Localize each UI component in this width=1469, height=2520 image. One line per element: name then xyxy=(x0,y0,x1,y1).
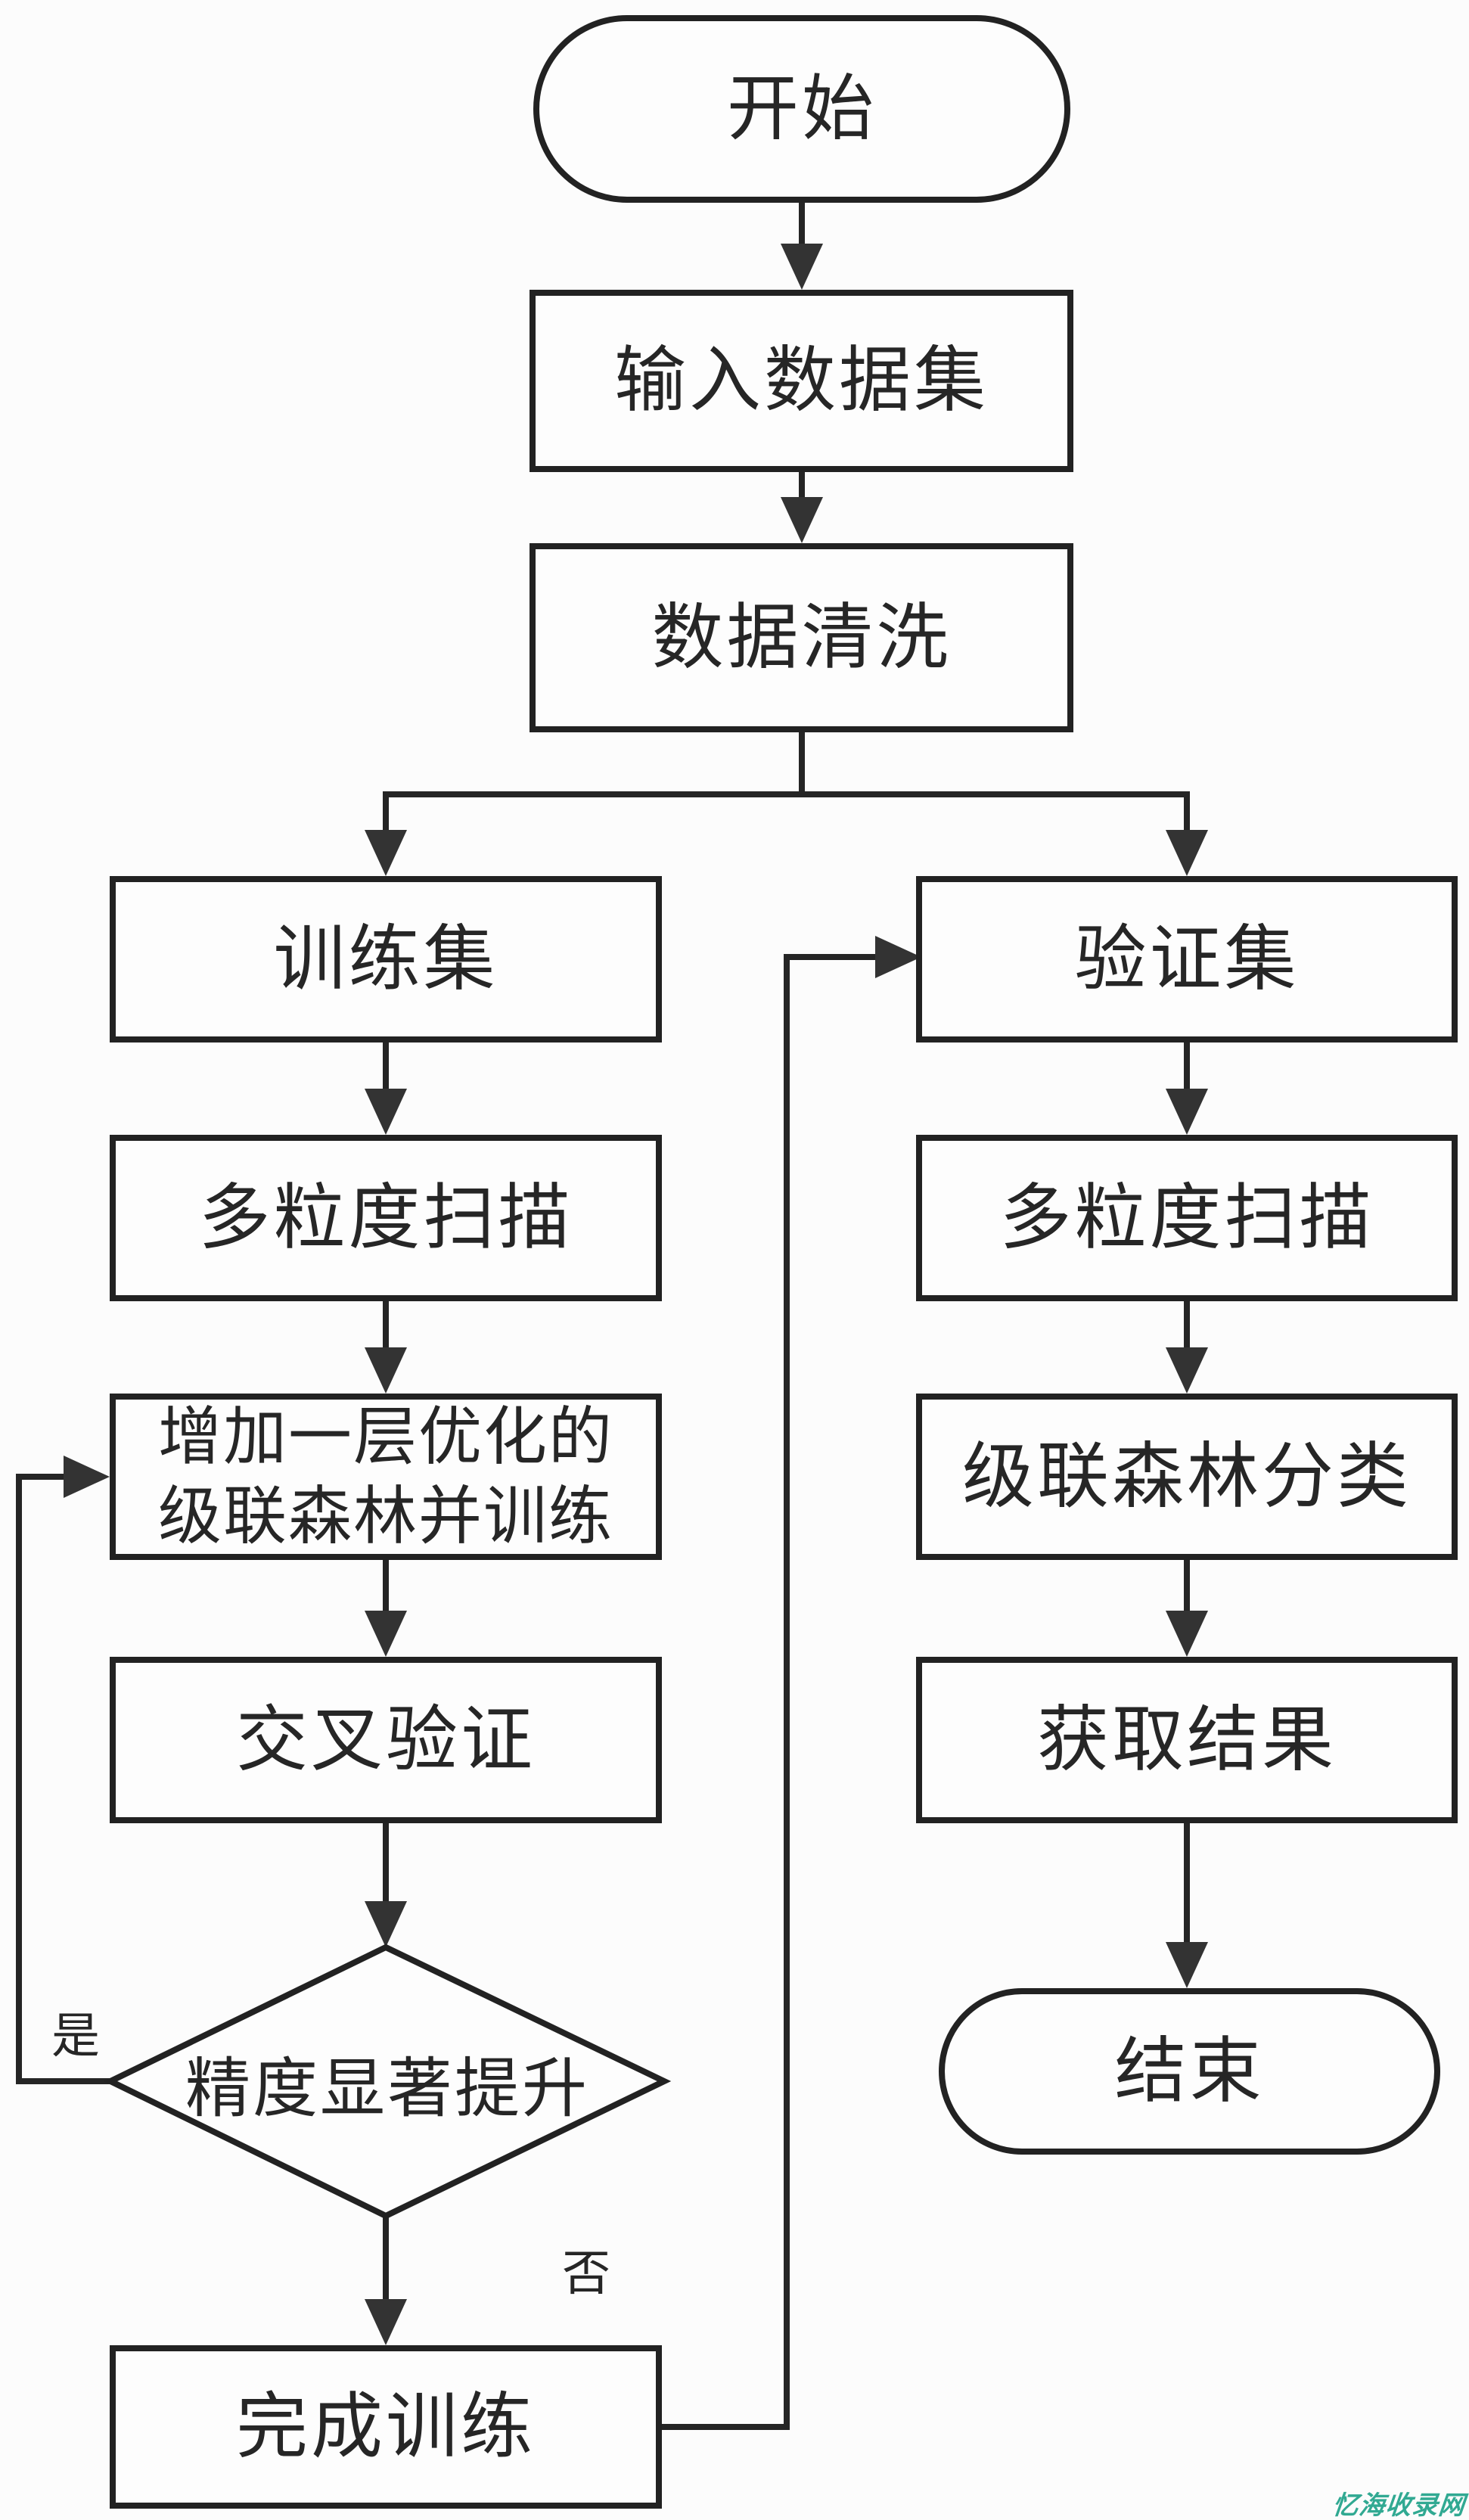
arrowhead-decision-finish xyxy=(365,2299,407,2345)
edge-label-no: 否 xyxy=(562,2246,610,2301)
node-training-set-label: 训练集 xyxy=(273,918,498,999)
arrowhead-start-input xyxy=(781,244,823,290)
node-add-cascade-layer: 增加一层优化的 级联森林并训练 xyxy=(110,1394,662,1560)
node-data-cleaning-label: 数据清洗 xyxy=(651,597,952,678)
arrowhead-split-train xyxy=(365,830,407,876)
node-decision-label: 精度显著提升 xyxy=(185,2052,589,2125)
arrowhead-yes-loop xyxy=(64,1456,110,1498)
arrowhead-train-mgscan xyxy=(365,1089,407,1135)
node-finish-training-label: 完成训练 xyxy=(235,2386,536,2467)
node-start: 开始 xyxy=(533,15,1070,203)
arrowhead-results-end xyxy=(1166,1942,1208,1988)
node-cross-validation: 交叉验证 xyxy=(110,1657,662,1823)
arrowhead-finish-validation xyxy=(875,936,921,978)
node-end: 结束 xyxy=(939,1988,1440,2155)
node-multigrained-scan-right-label: 多粒度扫描 xyxy=(999,1177,1374,1258)
arrowhead-crossval-decision xyxy=(365,1901,407,1947)
arrowhead-input-clean xyxy=(781,497,823,543)
edge-label-yes: 是 xyxy=(51,2009,100,2063)
edge-finish-to-validation xyxy=(656,954,884,2430)
node-data-cleaning: 数据清洗 xyxy=(530,543,1073,732)
node-get-results: 获取结果 xyxy=(916,1657,1458,1823)
node-cascade-forest-classify: 级联森林分类 xyxy=(916,1394,1458,1560)
node-get-results-label: 获取结果 xyxy=(1036,1699,1337,1780)
node-decision-accuracy-improved: 精度显著提升 xyxy=(160,2037,614,2127)
edge-clean-split xyxy=(383,726,1190,838)
node-end-label: 结束 xyxy=(1114,2031,1265,2111)
decision-diamond-shape xyxy=(103,1944,672,2220)
node-training-set: 训练集 xyxy=(110,876,662,1042)
arrowhead-addlayer-crossval xyxy=(365,1611,407,1657)
arrowhead-mgscan-cascade xyxy=(1166,1347,1208,1394)
node-validation-set: 验证集 xyxy=(916,876,1458,1042)
node-multigrained-scan-left: 多粒度扫描 xyxy=(110,1135,662,1301)
arrowhead-cascade-results xyxy=(1166,1611,1208,1657)
node-start-label: 开始 xyxy=(726,68,877,149)
node-add-cascade-layer-line1: 增加一层优化的 xyxy=(157,1401,613,1472)
arrowhead-mgscan-addlayer xyxy=(365,1347,407,1394)
node-multigrained-scan-left-label: 多粒度扫描 xyxy=(198,1177,573,1258)
node-validation-set-label: 验证集 xyxy=(1074,918,1300,999)
node-cascade-forest-classify-label: 级联森林分类 xyxy=(961,1436,1412,1517)
arrowhead-valid-mgscan xyxy=(1166,1089,1208,1135)
node-input-dataset: 输入数据集 xyxy=(530,290,1073,472)
arrowhead-split-valid xyxy=(1166,830,1208,876)
node-input-dataset-label: 输入数据集 xyxy=(613,340,989,421)
edge-yes-loop xyxy=(16,1474,114,2084)
node-add-cascade-layer-line2: 级联森林并训练 xyxy=(157,1481,613,1552)
watermark-text: 忆海收录网 xyxy=(1331,2491,1467,2520)
node-multigrained-scan-right: 多粒度扫描 xyxy=(916,1135,1458,1301)
node-finish-training: 完成训练 xyxy=(110,2345,662,2509)
node-cross-validation-label: 交叉验证 xyxy=(235,1699,536,1780)
